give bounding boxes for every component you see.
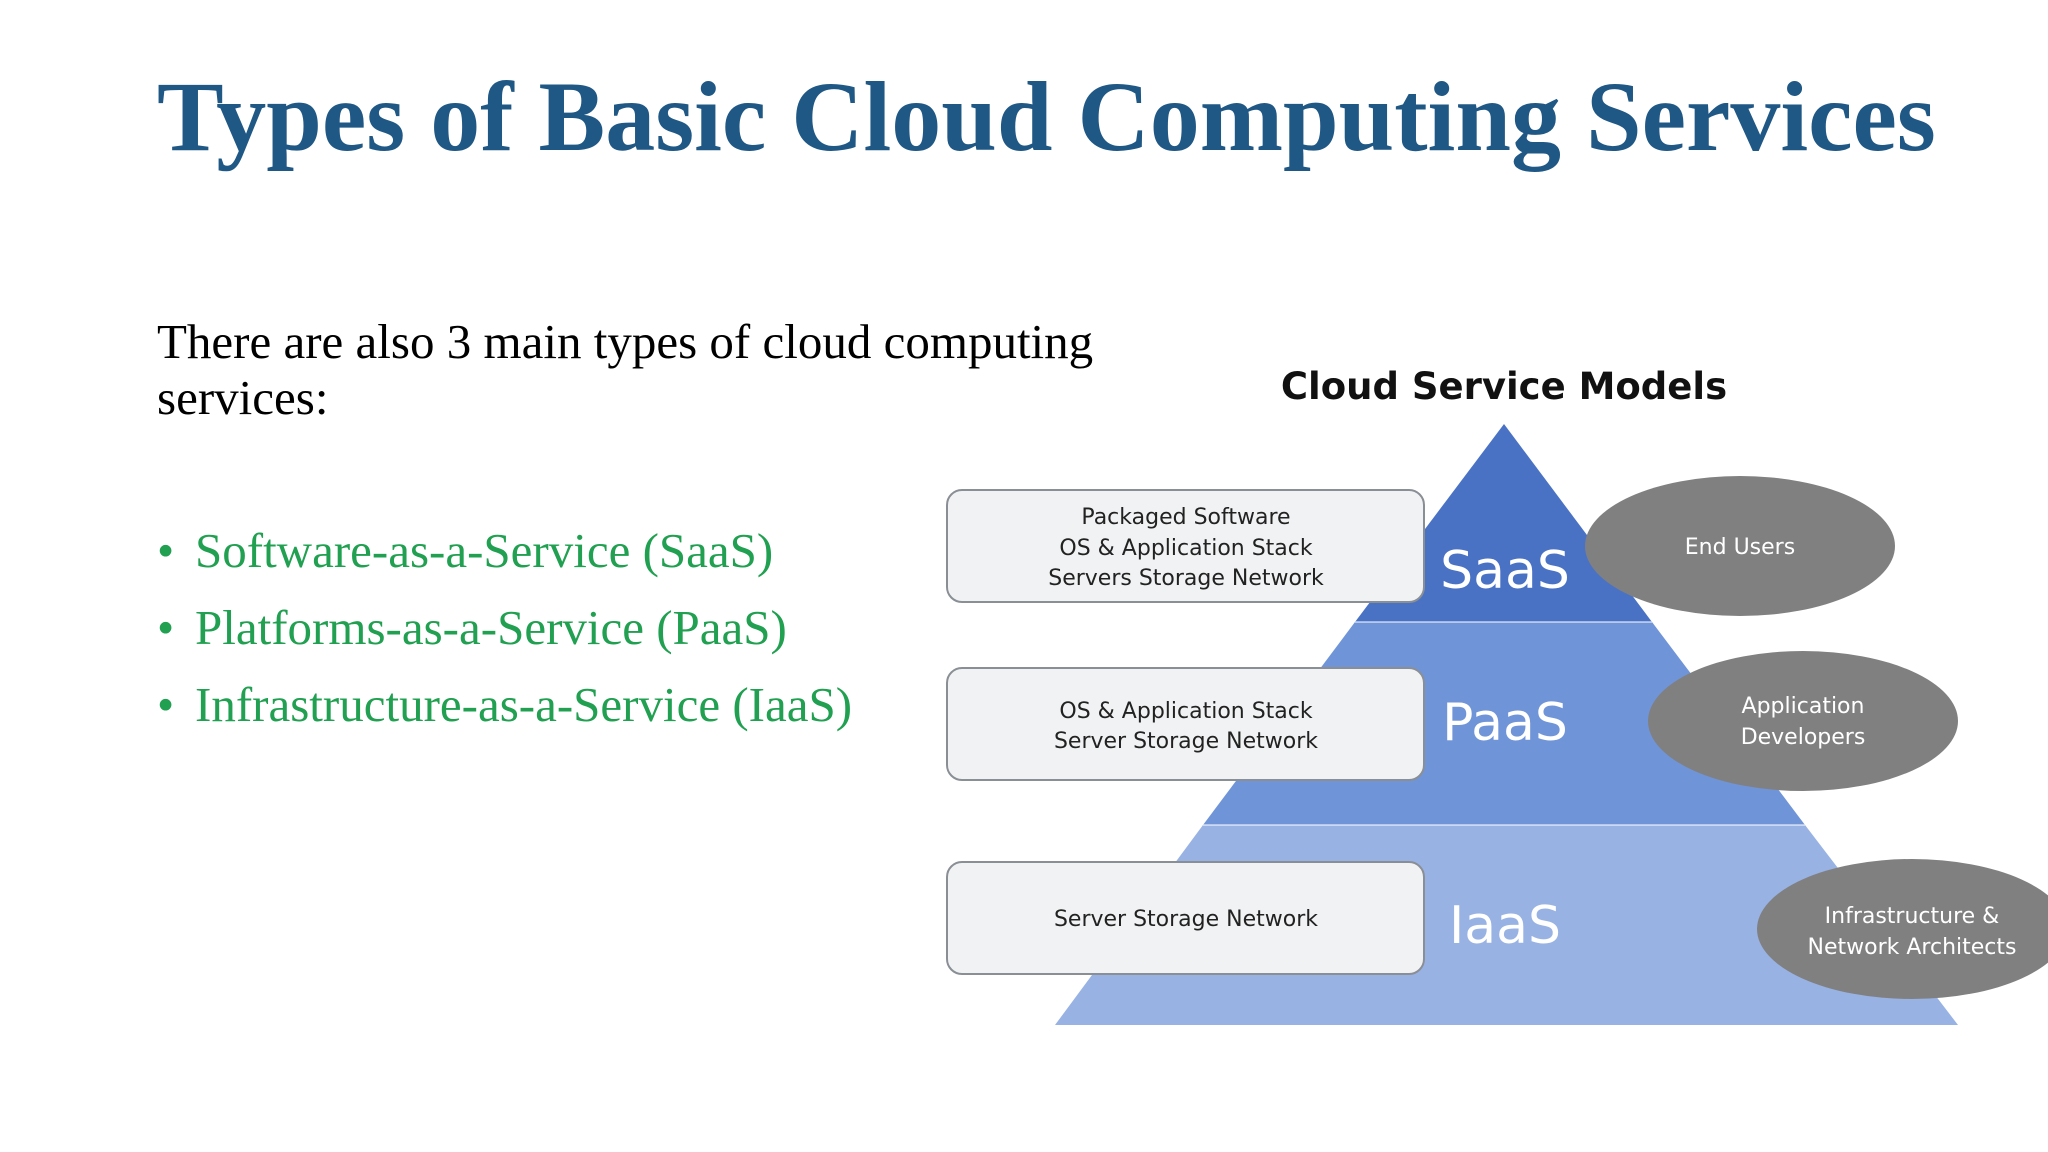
audience-ellipse-iaas [1757, 859, 2048, 999]
tier-label-paas: PaaS [1442, 693, 1568, 753]
bullet-dot-icon: • [157, 677, 175, 732]
stack-box-iaas [946, 861, 1425, 975]
bullet-dot-icon: • [157, 600, 175, 655]
audience-label-saas: End Users [1685, 535, 1795, 560]
stack-line-saas-3: Servers Storage Network [1048, 566, 1324, 591]
service-type-list: • Software-as-a-Service (SaaS) • Platforms… [157, 518, 852, 749]
slide-title: Types of Basic Cloud Computing Services [157, 61, 1936, 172]
intro-text: There are also 3 main types of cloud com… [157, 314, 1094, 425]
stack-box-paas [946, 667, 1425, 781]
bullet-text-saas: Software-as-a-Service (SaaS) [195, 523, 774, 578]
pyramid-tier-saas [1355, 424, 1652, 622]
audience-label-iaas-1: Infrastructure & [1825, 904, 2000, 929]
list-item: • Infrastructure-as-a-Service (IaaS) [157, 672, 852, 749]
tier-label-iaas: IaaS [1449, 896, 1561, 956]
stack-line-paas-2: Server Storage Network [1054, 729, 1318, 754]
audience-label-paas-1: Application [1742, 694, 1865, 719]
audience-ellipse-paas [1648, 651, 1958, 791]
audience-label-paas-2: Developers [1741, 725, 1866, 750]
stack-line-saas-1: Packaged Software [1081, 505, 1290, 530]
tier-label-saas: SaaS [1440, 541, 1570, 601]
list-item: • Software-as-a-Service (SaaS) [157, 518, 852, 595]
bullet-text-iaas: Infrastructure-as-a-Service (IaaS) [195, 677, 853, 732]
diagram-title: Cloud Service Models [1281, 365, 1727, 408]
audience-label-iaas-2: Network Architects [1808, 935, 2017, 960]
stack-line-saas-2: OS & Application Stack [1059, 536, 1313, 561]
stack-box-saas [946, 489, 1425, 603]
stack-line-paas-1: OS & Application Stack [1059, 699, 1313, 724]
stack-line-iaas-1: Server Storage Network [1054, 907, 1318, 932]
audience-ellipse-saas [1585, 476, 1895, 616]
list-item: • Platforms-as-a-Service (PaaS) [157, 595, 852, 672]
bullet-text-paas: Platforms-as-a-Service (PaaS) [195, 600, 787, 655]
bullet-dot-icon: • [157, 523, 175, 578]
